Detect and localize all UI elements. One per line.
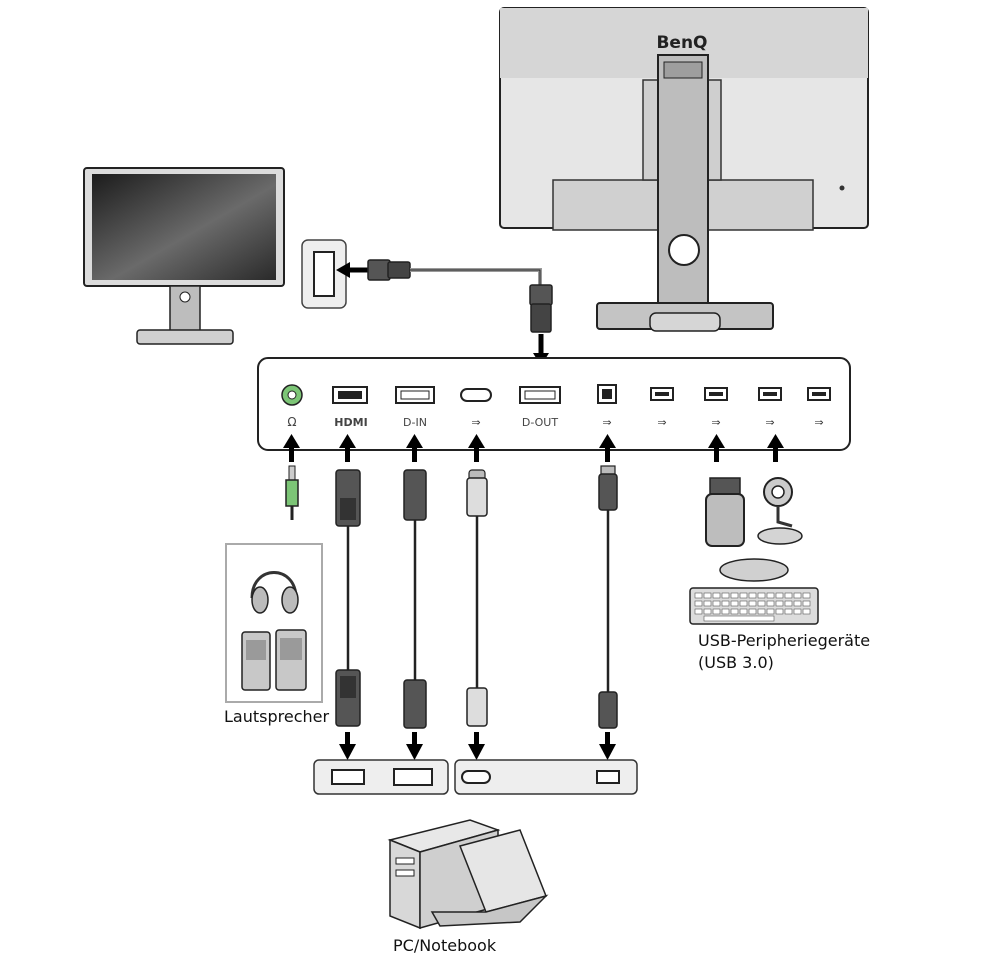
- monitor-brand-logo: BenQ: [656, 33, 707, 53]
- svg-text:⇒: ⇒: [602, 416, 611, 429]
- usb-peripherals-sublabel: (USB 3.0): [698, 653, 774, 672]
- webcam-icon: [757, 477, 803, 545]
- hdmi-cable: [335, 469, 361, 727]
- usb-b-cable: [598, 465, 618, 729]
- pc-notebook-label: PC/Notebook: [393, 936, 497, 955]
- usb-peripherals-label: USB-Peripheriegeräte: [698, 631, 871, 650]
- usb-a-port-2: ⇒: [704, 387, 728, 429]
- secondary-monitor-illustration: [83, 167, 285, 345]
- dp-daisy-chain-cable: [367, 259, 553, 333]
- svg-text:⇒: ⇒: [765, 416, 774, 429]
- audio-devices-box: [225, 543, 323, 703]
- pc-port-panel-usb: [454, 759, 638, 795]
- svg-text:D-IN: D-IN: [403, 416, 427, 429]
- svg-text:Ω: Ω: [287, 415, 296, 429]
- displayport-cable: [403, 469, 427, 729]
- monitor-rear-illustration: BenQ: [499, 7, 869, 332]
- usb-a-port-1: ⇒: [650, 387, 674, 429]
- usb-c-cable: [466, 469, 488, 727]
- svg-text:D-OUT: D-OUT: [522, 416, 558, 429]
- pc-notebook-illustration: [387, 819, 549, 930]
- keyboard-icon: [689, 587, 819, 625]
- connection-arrows: [283, 434, 784, 462]
- mouse-icon: [719, 558, 789, 582]
- svg-text:⇒: ⇒: [657, 416, 666, 429]
- speakers-label: Lautsprecher: [224, 707, 330, 726]
- usb-c-port: [460, 388, 492, 402]
- svg-text:⇒: ⇒: [471, 416, 480, 429]
- audio-cable: [285, 465, 299, 520]
- svg-text:⇒: ⇒: [711, 416, 720, 429]
- secondary-monitor-dp-port: [301, 239, 347, 309]
- usb-stick-icon: [705, 477, 745, 547]
- svg-text:HDMI: HDMI: [334, 416, 367, 429]
- io-panel: Ω HDMI D-IN ⇒ D-OUT ⇒ ⇒ ⇒ ⇒ ⇒: [257, 357, 851, 451]
- svg-text:⇒: ⇒: [814, 416, 823, 429]
- usb-a-port-3: ⇒: [758, 387, 782, 429]
- pc-port-panel-video: [313, 759, 449, 795]
- usb-a-port-4: ⇒: [807, 387, 831, 429]
- pc-connection-arrows: [339, 732, 616, 760]
